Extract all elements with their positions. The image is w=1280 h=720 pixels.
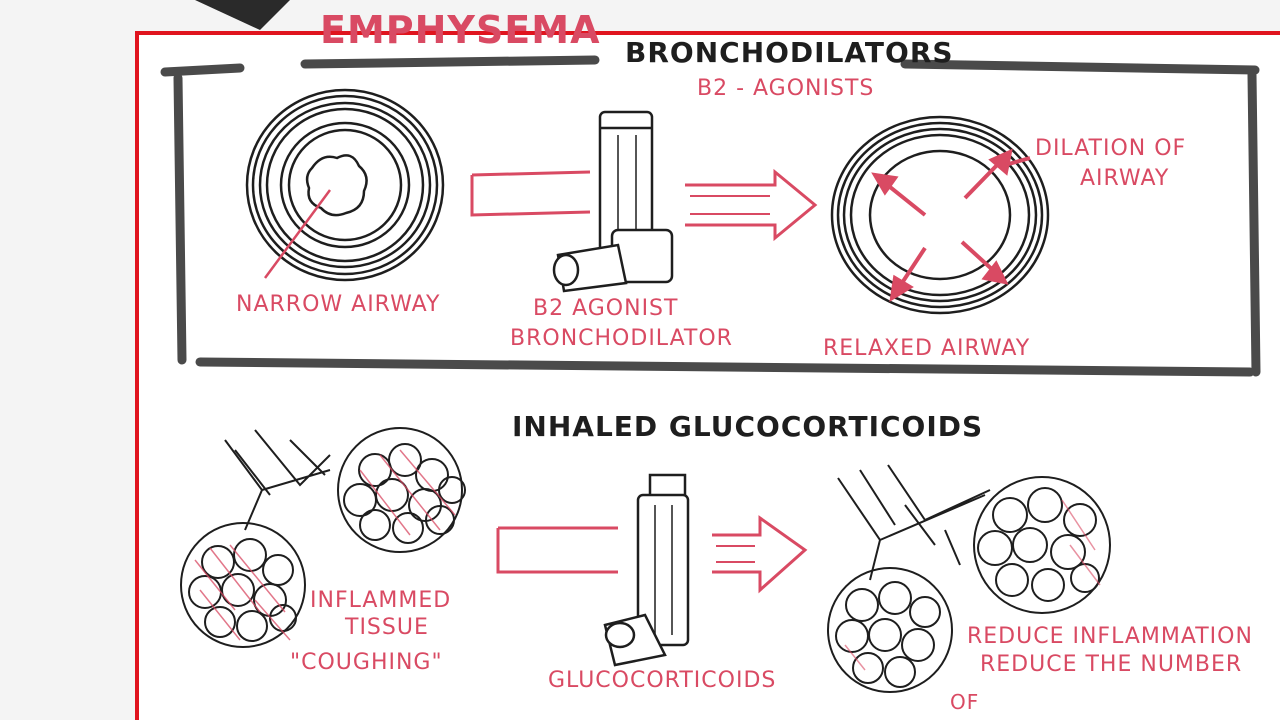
reduce-label-3: OF (950, 690, 980, 714)
relaxed-airway-label: RELAXED AIRWAY (823, 336, 1031, 361)
glucocorticoids-inhaler-label: GLUCOCORTICOIDS (548, 668, 777, 693)
dilation-label-1: DILATION OF (1035, 136, 1187, 161)
inhaler-label-1: B2 AGONIST (533, 296, 679, 321)
bronchodilators-subtitle: B2 - AGONISTS (697, 76, 875, 101)
inflamed-label-1: INFLAMMED (310, 588, 452, 613)
narrow-airway-label: NARROW AIRWAY (236, 292, 441, 317)
bronchodilators-title: BRONCHODILATORS (625, 36, 954, 69)
inflamed-label-2: TISSUE (345, 615, 429, 640)
narrow-airway-pointer (263, 189, 332, 279)
red-frame (135, 31, 1280, 720)
healthy-hatching (844, 499, 1101, 671)
top-title: EMPHYSEMA (320, 8, 601, 52)
reduce-label-1: REDUCE INFLAMMATION (967, 624, 1253, 649)
dilation-label-2: AIRWAY (1080, 166, 1170, 191)
relaxed-airway-drawing (830, 115, 1050, 315)
glucocorticoid-inhaler (603, 473, 690, 667)
dilation-arrows (871, 148, 1031, 302)
arrow-3 (496, 526, 618, 574)
arrow-1 (470, 170, 591, 217)
inflamed-hatching (194, 449, 456, 641)
coughing-label: "COUGHING" (290, 650, 443, 675)
reduce-label-2: REDUCE THE NUMBER (980, 652, 1243, 677)
b2-agonist-inhaler (552, 110, 674, 293)
narrow-airway-drawing (245, 88, 445, 282)
healthy-alveoli-drawing (827, 464, 1111, 693)
inflamed-alveoli-drawing (180, 427, 466, 648)
inhaler-label-2: BRONCHODILATOR (510, 326, 733, 351)
bronchodilator-box (160, 55, 1261, 377)
glucocorticoids-title: INHALED GLUCOCORTICOIDS (512, 410, 984, 443)
corner-dark-shape (195, 0, 290, 30)
arrow-4 (712, 515, 808, 594)
arrow-2 (685, 168, 818, 242)
